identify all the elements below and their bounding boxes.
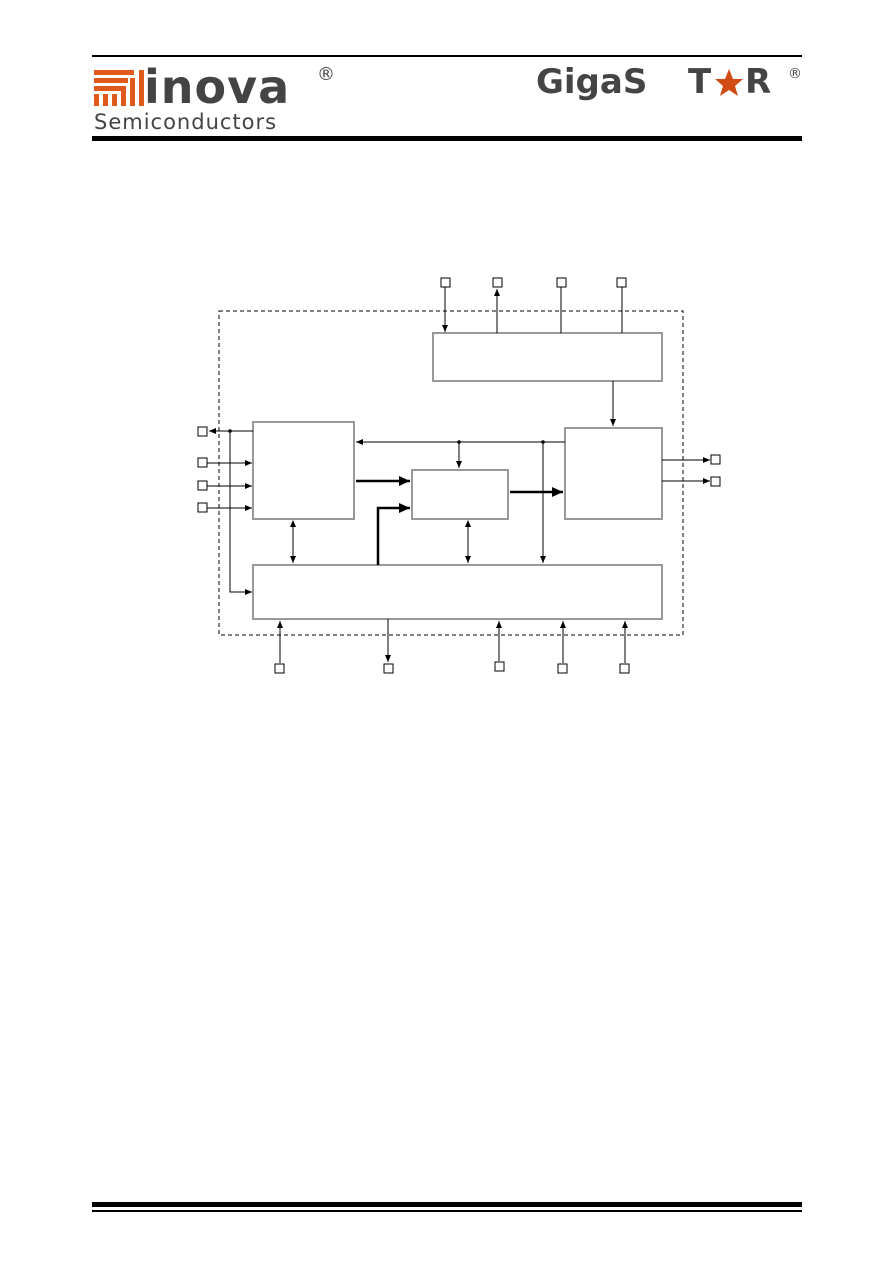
pin-right-1	[710, 454, 721, 465]
pin-left-1	[197, 426, 208, 437]
inova-stripes-logo-icon	[94, 70, 144, 106]
pin-bottom-3	[494, 661, 505, 672]
right-block	[564, 427, 663, 520]
gigastar-wordmark-prefix: GigaS	[536, 62, 648, 102]
gigastar-registered-mark: ®	[788, 66, 802, 82]
left-block	[252, 421, 355, 520]
bus-bottom-to-center	[376, 503, 410, 565]
header-rule-thin	[92, 55, 802, 57]
center-block	[411, 469, 509, 520]
inova-tagline: Semiconductors	[94, 110, 278, 134]
pin-left-2	[197, 457, 208, 468]
chip-boundary	[218, 310, 684, 636]
pin-bottom-1	[274, 663, 285, 674]
pin-bottom-4	[557, 663, 568, 674]
bottom-block	[252, 564, 663, 620]
pin-top-4	[616, 277, 627, 288]
header-rule-thick	[92, 136, 802, 141]
pin-bottom-2	[383, 663, 394, 674]
pin-bottom-5	[619, 663, 630, 674]
pin-left-4	[197, 502, 208, 513]
gigastar-wordmark-t: T	[688, 62, 712, 102]
pin-right-2	[710, 476, 721, 487]
footer-rule-thin	[92, 1210, 802, 1212]
pin-top-2	[492, 277, 503, 288]
footer-rule-thick	[92, 1202, 802, 1207]
gigastar-wordmark-suffix: R	[745, 62, 772, 102]
star-icon	[715, 69, 743, 96]
pin-top-1	[440, 277, 451, 288]
top-block	[432, 332, 663, 382]
pin-top-3	[556, 277, 567, 288]
wire-left-down	[229, 431, 252, 595]
inova-registered-mark: ®	[317, 64, 335, 85]
pin-left-3	[197, 480, 208, 491]
inova-wordmark: inova	[144, 60, 291, 114]
